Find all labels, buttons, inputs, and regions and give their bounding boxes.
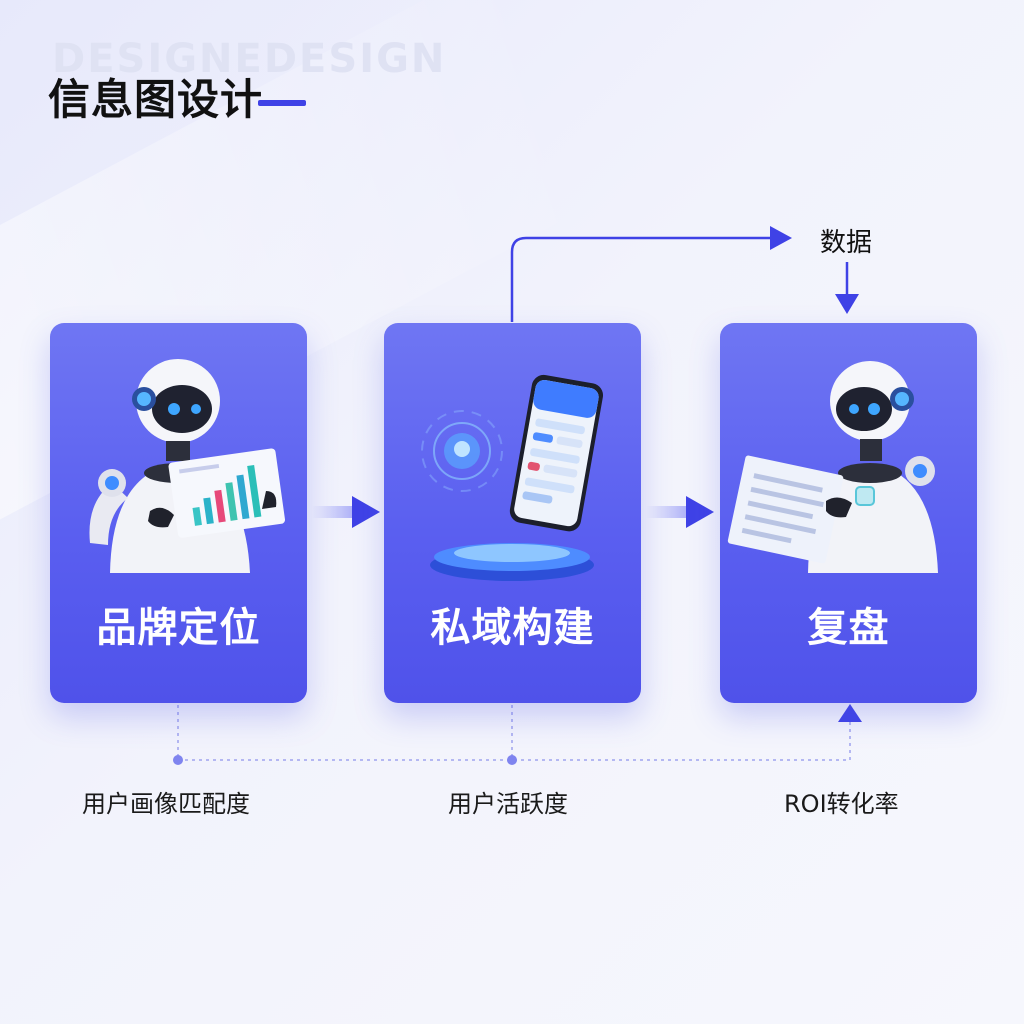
step-label: 复盘 (807, 605, 890, 651)
robot-chart-icon (89, 359, 286, 573)
step-card-review: 复盘 (720, 323, 977, 703)
flow-arrow-1-icon (352, 496, 380, 528)
step-card-brand-positioning: 品牌定位 (50, 323, 307, 703)
step-label: 品牌定位 (96, 605, 261, 651)
page-title: 信息图设计 (48, 75, 264, 124)
smartphone-icon (421, 374, 604, 581)
arrow-to-data-icon (770, 226, 792, 250)
metric-label-1: 用户画像匹配度 (82, 790, 250, 818)
step-card-private-domain: 私域构建 (384, 323, 641, 703)
feedback-path-to-data (510, 236, 770, 322)
flow-arrow-1-tail (312, 506, 356, 518)
metric-label-3: ROI转化率 (784, 790, 899, 818)
robot-document-icon (727, 361, 938, 573)
title-underline (258, 100, 306, 106)
data-label: 数据 (820, 228, 873, 258)
dot-node-2 (507, 755, 517, 765)
arrow-down-icon (835, 294, 859, 314)
flow-arrow-2-icon (686, 496, 714, 528)
metric-label-2: 用户活跃度 (448, 790, 568, 818)
header-watermark: DESIGNEDESIGN (52, 36, 447, 82)
arrow-up-icon (838, 704, 862, 722)
dot-node-1 (173, 755, 183, 765)
step-label: 私域构建 (430, 605, 595, 651)
flow-arrow-2-tail (646, 506, 690, 518)
